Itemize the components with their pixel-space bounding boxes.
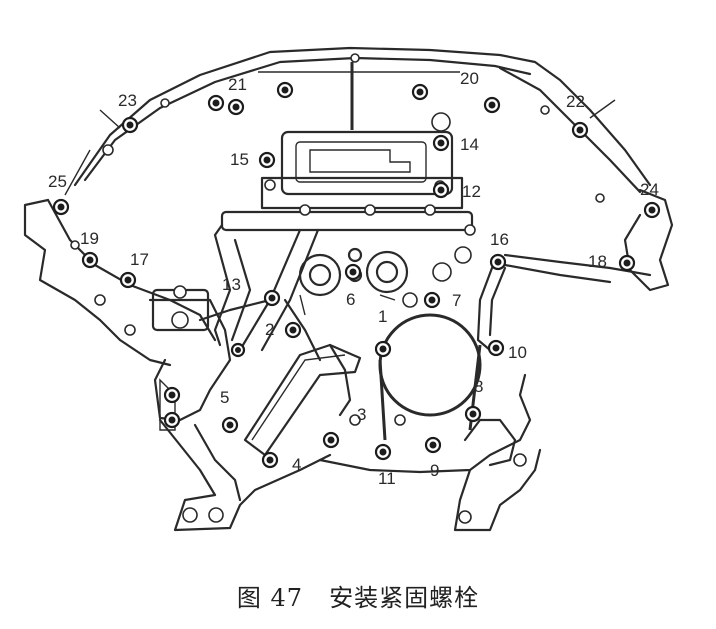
bolt xyxy=(261,451,279,469)
central-housing xyxy=(213,62,474,352)
callout-24: 24 xyxy=(640,180,659,199)
callout-1: 1 xyxy=(378,307,387,326)
callout-7: 7 xyxy=(452,291,461,310)
callout-12: 12 xyxy=(462,182,481,201)
callout-16: 16 xyxy=(490,230,509,249)
callout-5: 5 xyxy=(220,388,229,407)
bolt xyxy=(276,81,294,99)
bolt xyxy=(487,339,505,357)
fastening-bolts xyxy=(52,81,661,469)
bolt xyxy=(163,386,181,404)
bolt xyxy=(230,342,246,358)
guide-channels xyxy=(151,285,362,457)
figure-caption: 图 47 安装紧固螺栓 xyxy=(0,578,716,613)
bolt xyxy=(374,340,392,358)
bolt xyxy=(424,436,442,454)
bolt xyxy=(163,411,181,429)
bolt xyxy=(643,201,661,219)
bolt xyxy=(344,263,362,281)
callout-14: 14 xyxy=(460,135,479,154)
bolt xyxy=(52,198,70,216)
callout-10: 10 xyxy=(508,343,527,362)
bolt xyxy=(227,98,245,116)
callout-19: 19 xyxy=(80,229,99,248)
bolt xyxy=(322,431,340,449)
callout-22: 22 xyxy=(566,92,585,111)
bolt xyxy=(432,134,450,152)
callout-20: 20 xyxy=(460,69,479,88)
bolt xyxy=(81,251,99,269)
callout-11: 11 xyxy=(378,469,396,488)
bolt xyxy=(618,254,636,272)
bolt xyxy=(221,416,239,434)
bolt xyxy=(423,291,441,309)
callout-4: 4 xyxy=(292,455,301,474)
bolt xyxy=(464,405,482,423)
figure-number: 图 47 xyxy=(236,584,304,612)
bolt xyxy=(411,83,429,101)
callout-17: 17 xyxy=(130,250,149,269)
bolt xyxy=(207,94,225,112)
bolt xyxy=(489,253,507,271)
callout-18: 18 xyxy=(588,252,607,271)
callout-8: 8 xyxy=(474,377,483,396)
callout-25: 25 xyxy=(48,172,67,191)
bolt xyxy=(374,443,392,461)
callout-labels: 1 2 3 4 5 6 7 8 9 10 11 12 13 14 15 16 1… xyxy=(48,69,659,488)
bolt xyxy=(121,116,139,134)
figure-title: 安装紧固螺栓 xyxy=(329,584,480,612)
callout-3: 3 xyxy=(357,405,366,424)
callout-21: 21 xyxy=(228,75,247,94)
callout-15: 15 xyxy=(230,150,249,169)
callout-6: 6 xyxy=(346,290,355,309)
gear-assembly xyxy=(298,247,482,441)
bolt xyxy=(258,151,276,169)
bolt xyxy=(263,289,281,307)
callout-13: 13 xyxy=(222,275,241,294)
bolt xyxy=(571,121,589,139)
bolt xyxy=(284,321,302,339)
bolt xyxy=(432,181,450,199)
engine-cover-bolt-diagram: 1 2 3 4 5 6 7 8 9 10 11 12 13 14 15 16 1… xyxy=(23,46,674,532)
bolt xyxy=(119,271,137,289)
callout-9: 9 xyxy=(430,461,439,480)
mounting-holes xyxy=(70,53,605,524)
callout-2: 2 xyxy=(265,320,274,339)
bolt xyxy=(483,96,501,114)
callout-23: 23 xyxy=(118,91,137,110)
